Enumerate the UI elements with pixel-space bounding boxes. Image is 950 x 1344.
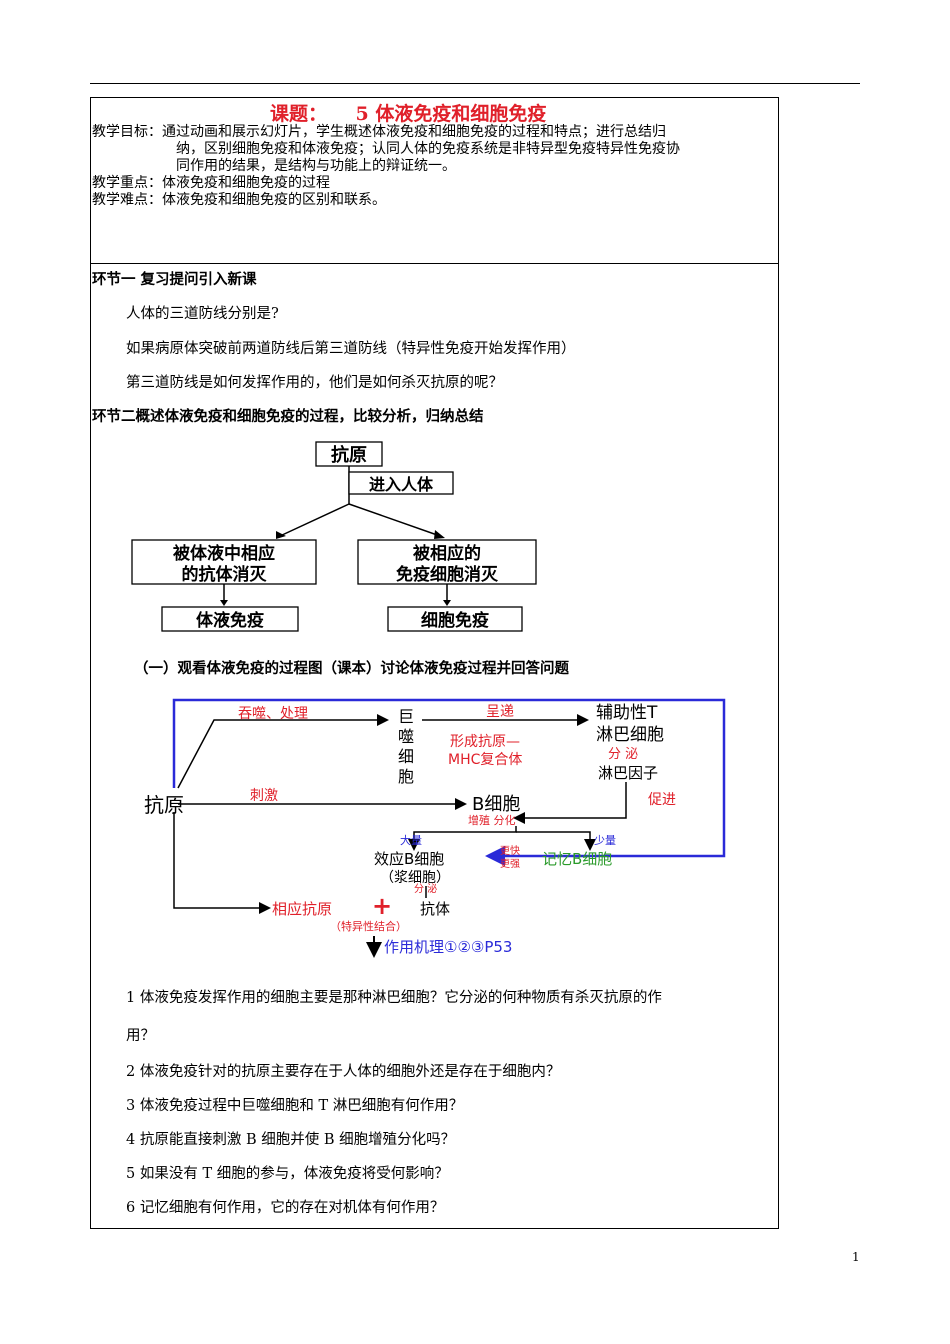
- section1-line: 如果病原体突破前两道防线后第三道防线（特异性免疫开始发挥作用）: [126, 341, 576, 357]
- left-leaf-label: 体液免疫: [196, 610, 264, 631]
- left-box: [131, 539, 317, 585]
- objectives-label: 教学目标：: [92, 124, 162, 140]
- branch-left: [279, 503, 350, 537]
- stronger-label: 更强: [500, 858, 520, 870]
- objectives-line: 同作用的结果，是结构与功能上的辩证统一。: [176, 158, 456, 174]
- page-number: 1: [852, 1250, 860, 1264]
- to-macrophage-arrow: [177, 714, 389, 789]
- to-effector-arrow: [408, 826, 517, 851]
- helper-t-line2: 淋巴细胞: [596, 725, 664, 745]
- antigen-label: 抗原: [144, 793, 184, 817]
- effector-b-label: 效应B细胞: [374, 850, 444, 868]
- humoral-flow-diagram: 抗原 吞噬、处理 巨 噬 细 胞 呈递 形成抗原— MHC复合体 辅助性T 淋巴…: [144, 698, 726, 958]
- lymphokine-label: 淋巴因子: [598, 764, 658, 782]
- left-leaf-arrow: [220, 600, 228, 606]
- right-leaf-label: 细胞免疫: [421, 610, 489, 631]
- b-cell-label: B细胞: [472, 794, 520, 815]
- enter-label: 进入人体: [369, 475, 434, 494]
- macrophage-char: 细: [398, 747, 414, 766]
- mechanism-label: 作用机理①②③P53: [384, 938, 512, 956]
- specific-bind-label: （特异性结合）: [330, 919, 407, 933]
- objectives-block: 教学目标：通过动画和展示幻灯片，学生概述体液免疫和细胞免疫的过程和特点；进行总结…: [92, 125, 666, 140]
- right-box-line1: 被相应的: [413, 543, 481, 564]
- secrete2-label: 分 泌: [414, 882, 437, 895]
- enter-box: [348, 471, 454, 495]
- section1-heading: 环节一 复习提问引入新课: [92, 271, 257, 288]
- to-corresponding-arrow: [173, 812, 271, 914]
- right-leaf-box: [387, 606, 523, 632]
- question: 6 记忆细胞有何作用，它的存在对机体有何作用？: [126, 1200, 445, 1216]
- question: 1 体液免疫发挥作用的细胞主要是那种淋巴细胞？它分泌的何种物质有杀灭抗原的作: [126, 990, 662, 1006]
- macrophage-char: 巨: [398, 707, 414, 726]
- to-memory-arrow: [516, 831, 596, 851]
- plus-sign: +: [372, 892, 392, 920]
- objectives-line: 通过动画和展示幻灯片，学生概述体液免疫和细胞免疫的过程和特点；进行总结归: [162, 124, 666, 140]
- feedback-loop: [172, 698, 726, 866]
- arrow-right: [434, 530, 445, 539]
- root-label: 抗原: [331, 444, 367, 466]
- phago-label: 吞噬、处理: [238, 706, 308, 722]
- macrophage-char: 噬: [398, 727, 414, 746]
- row-divider: [91, 263, 778, 264]
- right-box-line2: 免疫细胞消灭: [396, 564, 499, 585]
- question: 用？: [126, 1028, 155, 1044]
- complex-line1: 形成抗原—: [450, 734, 520, 750]
- section2-heading: 环节二概述体液免疫和细胞免疫的过程，比较分析，归纳总结: [92, 408, 484, 425]
- memory-b-label: 记忆B细胞: [542, 850, 612, 868]
- question: 3 体液免疫过程中巨噬细胞和 T 淋巴细胞有何作用？: [126, 1098, 464, 1114]
- antibody-label: 抗体: [420, 900, 450, 918]
- section1-line: 人体的三道防线分别是?: [126, 306, 279, 322]
- question: 4 抗原能直接刺激 B 细胞并使 B 细胞增殖分化吗？: [126, 1132, 456, 1148]
- promote-arrow: [513, 782, 627, 824]
- lesson-title: 课题： 5 体液免疫和细胞免疫: [270, 103, 547, 125]
- immunity-tree-diagram: 抗原 进入人体 被体液中相应 的抗体消灭 被相应的 免疫细胞消灭 体液免疫 细胞…: [131, 441, 537, 632]
- key-text: 体液免疫和细胞免疫的过程: [162, 175, 330, 191]
- root-box: [315, 441, 383, 467]
- faster-label: 更快: [500, 845, 520, 857]
- present-label: 呈递: [486, 704, 514, 720]
- stimulate-label: 刺激: [250, 787, 278, 804]
- left-box-line2: 的抗体消灭: [182, 564, 268, 585]
- arrow-left: [276, 531, 286, 539]
- difficulty-points: 教学难点：体液免疫和细胞免疫的区别和联系。: [92, 193, 386, 208]
- helper-t-line1: 辅助性T: [596, 703, 658, 723]
- key-label: 教学重点：: [92, 175, 162, 191]
- plasma-label: （浆细胞）: [380, 870, 450, 886]
- promote-label: 促进: [648, 792, 676, 808]
- section1-line: 第三道防线是如何发挥作用的，他们是如何杀灭抗原的呢？: [126, 375, 503, 391]
- right-box: [357, 539, 537, 585]
- branch-right: [348, 503, 441, 537]
- key-points: 教学重点：体液免疫和细胞免疫的过程: [92, 176, 330, 191]
- macrophage-char: 胞: [398, 767, 414, 786]
- complex-line2: MHC复合体: [448, 751, 522, 768]
- question: 2 体液免疫针对的抗原主要存在于人体的细胞外还是存在于细胞内？: [126, 1064, 561, 1080]
- difficulty-text: 体液免疫和细胞免疫的区别和联系。: [162, 192, 386, 208]
- objectives-line: 纳，区别细胞免疫和体液免疫；认同人体的免疫系统是非特异型免疫特异性免疫协: [176, 141, 680, 157]
- corr-antigen-label: 相应抗原: [272, 900, 332, 918]
- difficulty-label: 教学难点：: [92, 192, 162, 208]
- proliferate-label: 增殖 分化: [468, 813, 516, 827]
- secrete-label: 分 泌: [608, 747, 638, 762]
- many-label: 大量: [400, 833, 422, 847]
- lesson-table: [90, 97, 779, 1229]
- left-box-line1: 被体液中相应: [173, 543, 275, 564]
- subsection-heading: （一）观看体液免疫的过程图（课本）讨论体液免疫过程并回答问题: [134, 660, 569, 677]
- header-rule: [90, 83, 860, 84]
- few-label: 少量: [594, 834, 616, 847]
- question: 5 如果没有 T 细胞的参与，体液免疫将受何影响？: [126, 1166, 449, 1182]
- left-leaf-box: [161, 606, 299, 632]
- right-leaf-arrow: [443, 600, 451, 606]
